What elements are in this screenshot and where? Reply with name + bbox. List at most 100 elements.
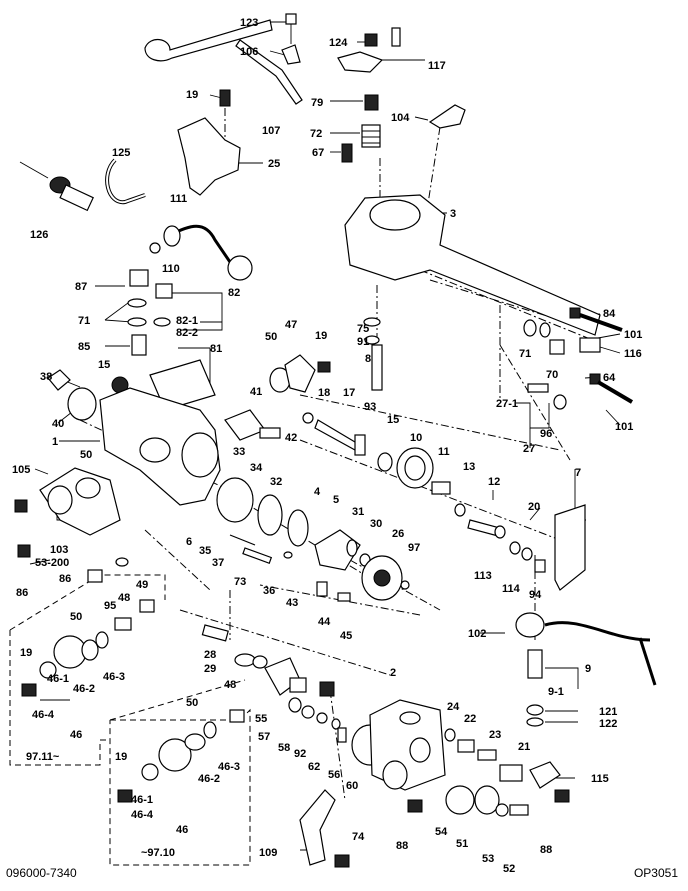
part-label: 50 xyxy=(265,331,277,343)
part-label: 36 xyxy=(263,585,275,597)
part-label: 9-1 xyxy=(548,686,564,698)
part-labels: 123 124 117 106 19 79 107 104 72 67 25 1… xyxy=(12,17,642,875)
part-label: 40 xyxy=(52,418,64,430)
part-label: 58 xyxy=(278,742,290,754)
part-label: 73 xyxy=(234,576,246,588)
part-label: 79 xyxy=(311,97,323,109)
part-label: 17 xyxy=(343,387,355,399)
part-label: 86 xyxy=(59,573,71,585)
part-label: 49 xyxy=(136,579,148,591)
part-label: 71 xyxy=(78,315,90,327)
part-label: 50 xyxy=(70,611,82,623)
part-label: 105 xyxy=(12,464,30,476)
part-label: 70 xyxy=(546,369,558,381)
part-label: 51 xyxy=(456,838,468,850)
part-label: 29 xyxy=(204,663,216,675)
part-label: 115 xyxy=(591,773,609,785)
part-label: 114 xyxy=(502,583,521,595)
part-label: 97 xyxy=(408,542,420,554)
part-label: 126 xyxy=(30,229,48,241)
part-label: 43 xyxy=(286,597,298,609)
part-label: 32 xyxy=(270,476,282,488)
part-label: 57 xyxy=(258,731,270,743)
part-label: 122 xyxy=(599,718,617,730)
part-label: 91 xyxy=(357,336,369,348)
part-label: 33 xyxy=(233,446,245,458)
part-label: 46-4 xyxy=(32,709,55,721)
part-label: 7 xyxy=(575,467,581,479)
part-label: 28 xyxy=(204,649,216,661)
part-label: 34 xyxy=(250,462,263,474)
part-label: 19 xyxy=(186,89,198,101)
part-label: 27-1 xyxy=(496,398,518,410)
part-label: 18 xyxy=(318,387,330,399)
part-label: 46-2 xyxy=(198,773,220,785)
part-label: 4 xyxy=(314,486,321,498)
part-label: 62 xyxy=(308,761,320,773)
part-label: 35 xyxy=(199,545,211,557)
part-label: 48 xyxy=(224,679,236,691)
part-label: 42 xyxy=(285,432,297,444)
part-label: 88 xyxy=(540,844,552,856)
part-label: 21 xyxy=(518,741,530,753)
part-label: 50 xyxy=(186,697,198,709)
part-label: 86 xyxy=(16,587,28,599)
part-label: 19 xyxy=(20,647,32,659)
part-label: 110 xyxy=(162,263,180,275)
part-label: 94 xyxy=(529,589,542,601)
part-label: 113 xyxy=(474,570,492,582)
part-label: 23 xyxy=(489,729,501,741)
part-label: 11 xyxy=(438,446,450,458)
part-label: 123 xyxy=(240,17,258,29)
part-label: 64 xyxy=(603,372,616,384)
part-label: 125 xyxy=(112,147,130,159)
part-label: 53-200 xyxy=(35,557,69,569)
part-label: 31 xyxy=(352,506,364,518)
part-label: 55 xyxy=(255,713,267,725)
part-label: 96 xyxy=(540,428,552,440)
part-label: 56 xyxy=(328,769,340,781)
part-label: 104 xyxy=(391,112,410,124)
part-label: 13 xyxy=(463,461,475,473)
part-label: 3 xyxy=(450,208,456,220)
part-label: 60 xyxy=(346,780,358,792)
part-label: 121 xyxy=(599,706,617,718)
part-label: ~97.10 xyxy=(141,847,175,859)
part-label: 20 xyxy=(528,501,540,513)
variant-boxes xyxy=(9,574,251,866)
part-label: 41 xyxy=(250,386,262,398)
part-label: 46-3 xyxy=(218,761,240,773)
part-drawings xyxy=(14,13,657,868)
part-label: 47 xyxy=(285,319,297,331)
part-label: 46-2 xyxy=(73,683,95,695)
part-label: 15 xyxy=(387,414,399,426)
part-label: 124 xyxy=(329,37,348,49)
part-label: 44 xyxy=(318,616,331,628)
part-label: 101 xyxy=(624,329,642,341)
part-label: 82-1 xyxy=(176,315,198,327)
part-label: 97.11~ xyxy=(26,751,60,763)
part-label: 106 xyxy=(240,46,258,58)
part-label: 5 xyxy=(333,494,339,506)
part-label: 72 xyxy=(310,128,322,140)
part-label: 53 xyxy=(482,853,494,865)
part-label: 46-1 xyxy=(47,673,69,685)
part-label: 46 xyxy=(176,824,188,836)
drawing-number: 096000-7340 xyxy=(6,866,77,880)
part-label: 2 xyxy=(390,667,396,679)
part-label: 25 xyxy=(268,158,280,170)
part-label: 6 xyxy=(186,536,192,548)
plate-code: OP3051 xyxy=(633,866,678,880)
part-label: 19 xyxy=(315,330,327,342)
part-label: 67 xyxy=(312,147,324,159)
part-label: 103 xyxy=(50,544,68,556)
part-label: 48 xyxy=(118,592,130,604)
part-label: 93 xyxy=(364,401,376,413)
part-label: 15 xyxy=(98,359,110,371)
part-label: 111 xyxy=(170,193,187,205)
part-label: 46-3 xyxy=(103,671,125,683)
part-label: 30 xyxy=(370,518,382,530)
part-label: 50 xyxy=(80,449,92,461)
part-label: 45 xyxy=(340,630,352,642)
part-label: 52 xyxy=(503,863,515,875)
